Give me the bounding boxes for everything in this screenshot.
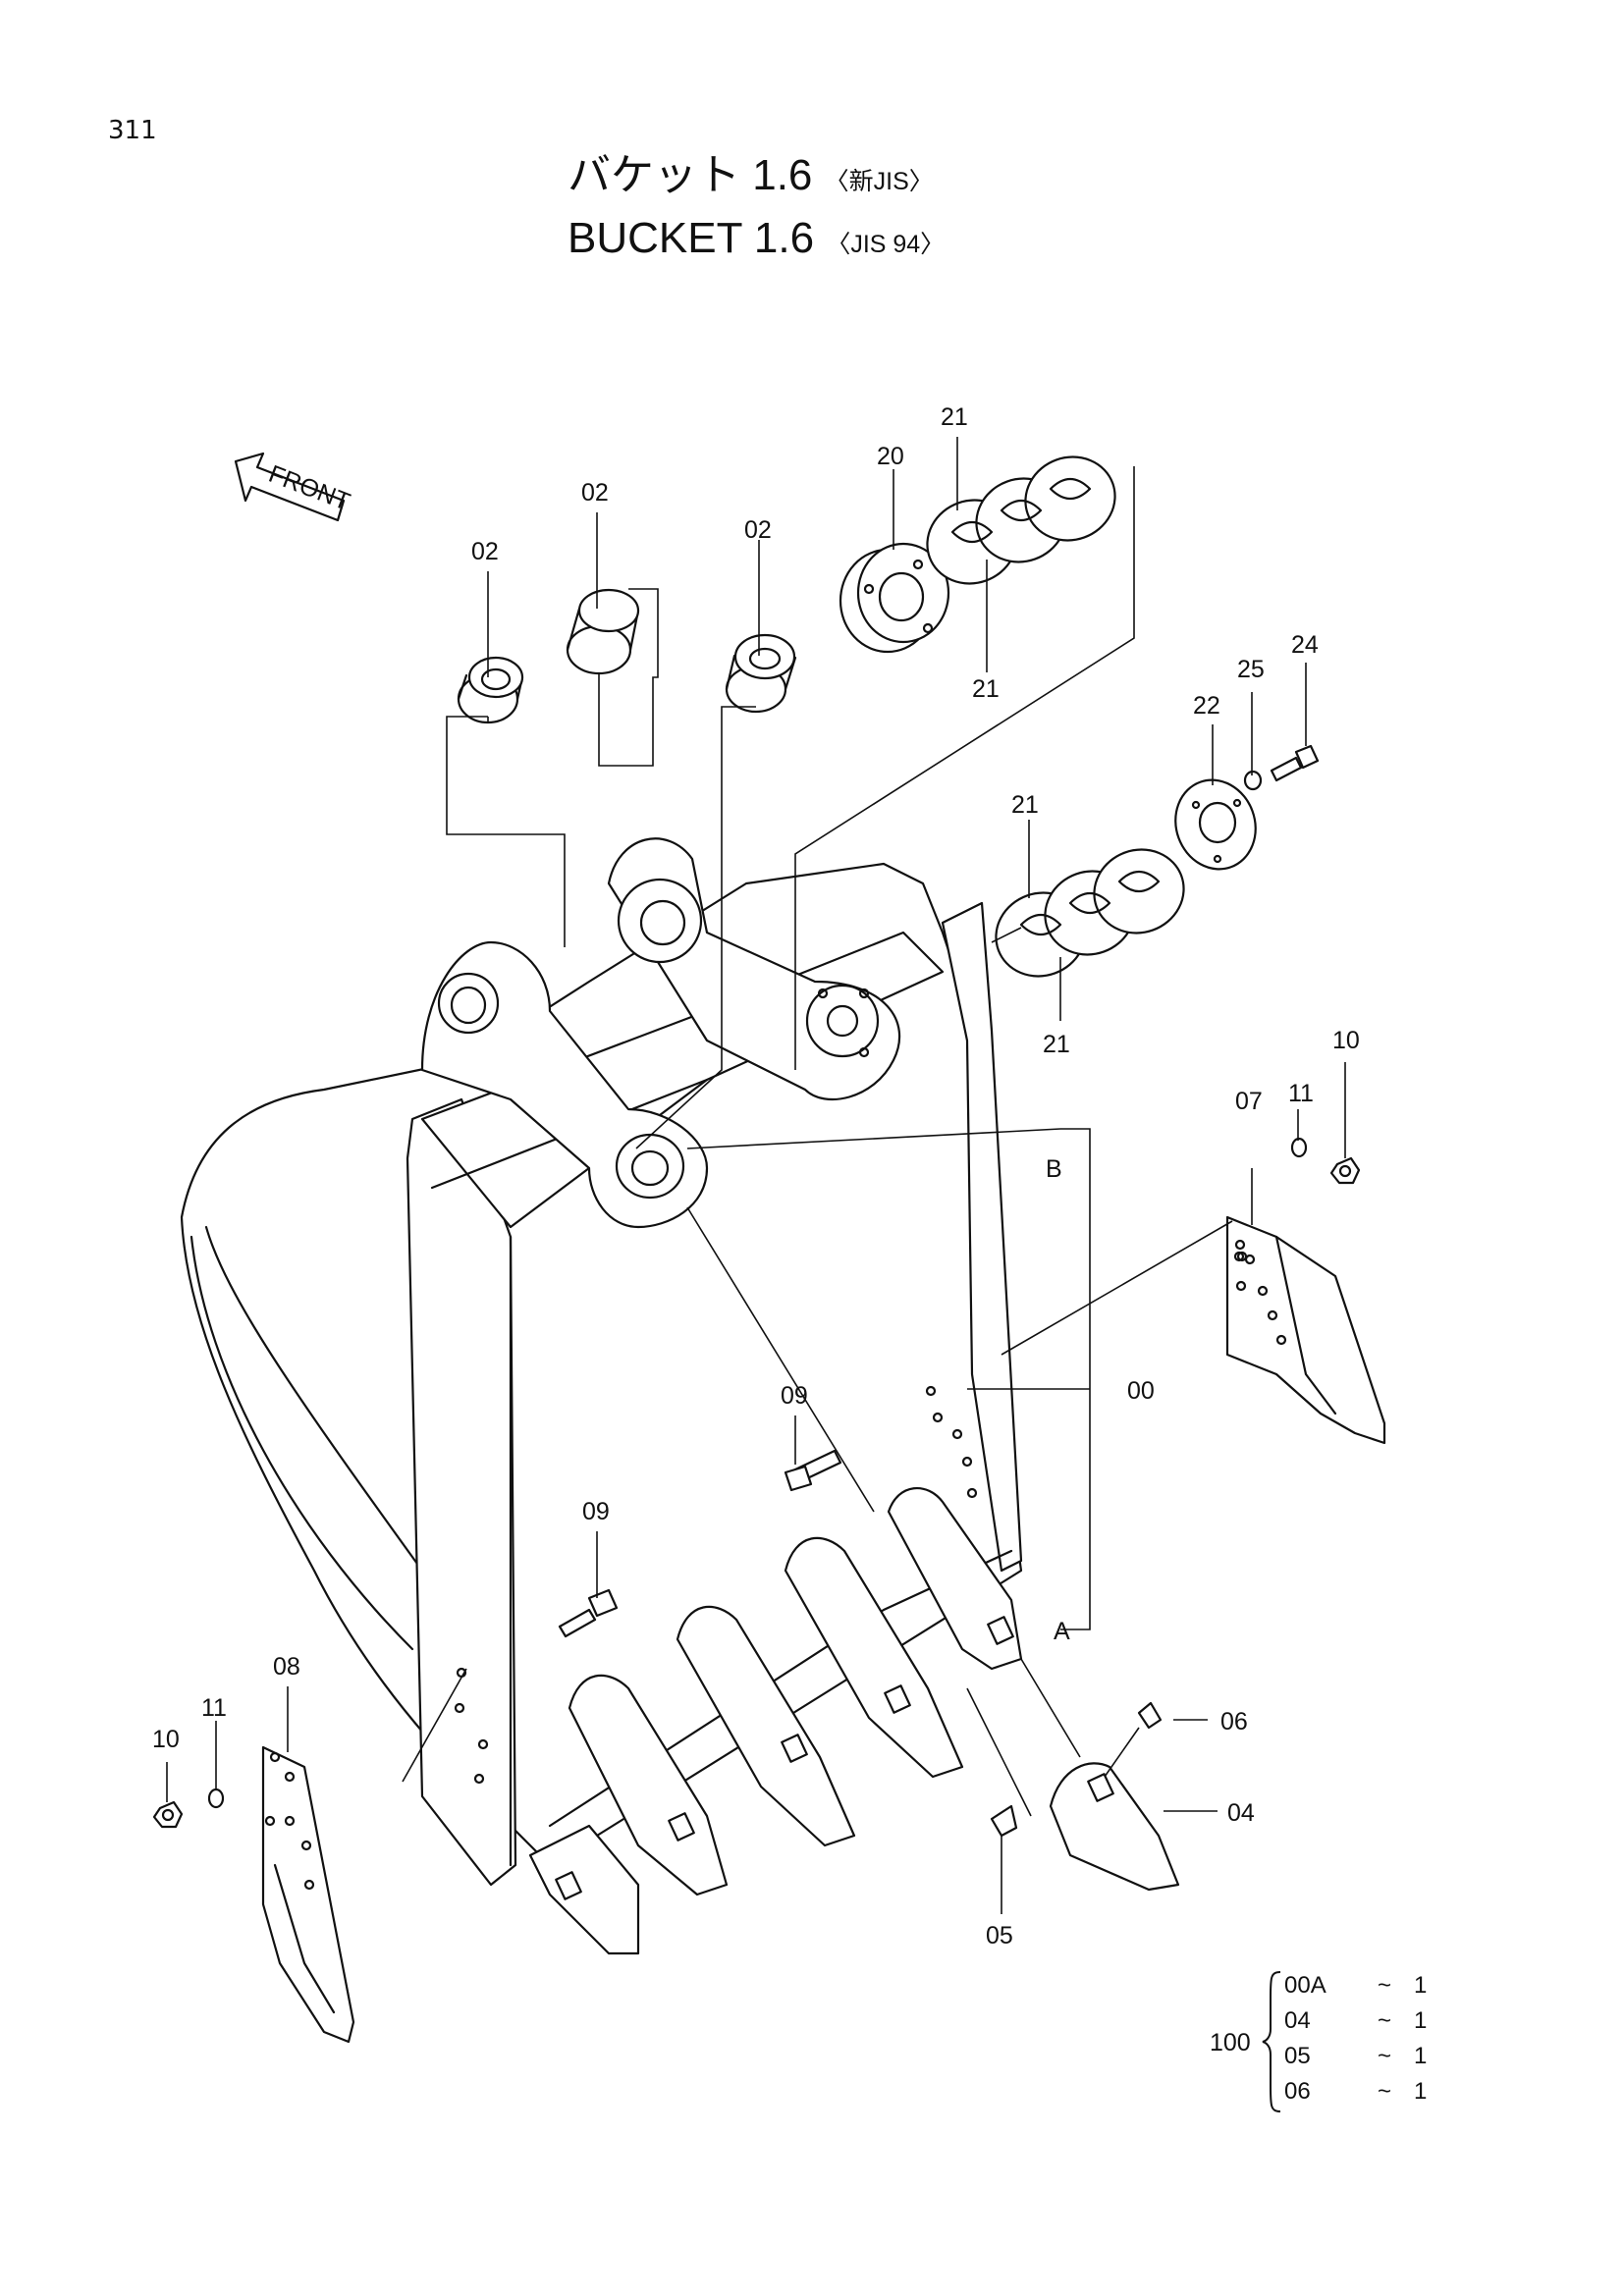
callout-21-lower-bottom: 21 <box>1043 1031 1070 1058</box>
callout-25: 25 <box>1237 656 1265 683</box>
callout-11-left: 11 <box>201 1694 227 1722</box>
kit-row: 00A ~1 <box>1284 1968 1427 2003</box>
title-en-standard: 〈JIS 94〉 <box>826 231 946 258</box>
brace-icon <box>1262 1971 1281 2112</box>
callout-leaders <box>166 437 1346 1914</box>
bucket-body <box>180 837 1023 1887</box>
front-arrow-icon: FRONT <box>234 452 353 522</box>
nut-icon <box>1329 1156 1361 1185</box>
title-en-main: BUCKET 1.6 <box>568 214 815 262</box>
side-cutter-icon <box>261 1745 355 2044</box>
callout-08: 08 <box>273 1653 300 1681</box>
spacer-ring-icon <box>839 542 950 654</box>
callout-20: 20 <box>877 443 904 470</box>
bushing-icon <box>725 633 797 714</box>
assembly-lines <box>402 466 1233 1817</box>
kit-row-sep: ~ <box>1377 2043 1391 2069</box>
callout-A: A <box>1054 1618 1070 1645</box>
kit-row-qty: 1 <box>1414 1972 1428 1999</box>
kit-row-code: 00A <box>1284 1972 1326 1999</box>
callout-04: 04 <box>1227 1799 1255 1827</box>
kit-row-qty: 1 <box>1414 2078 1428 2105</box>
title-japanese: バケット 1.6 〈新JIS〉 <box>568 147 945 210</box>
callout-07: 07 <box>1235 1088 1263 1115</box>
callout-02-center: 02 <box>581 479 609 507</box>
tooth-point-icon <box>1049 1762 1180 1892</box>
callout-02-left: 02 <box>471 538 499 565</box>
lock-icon <box>990 1804 1018 1838</box>
tooth-icon <box>784 1536 964 1779</box>
callout-11-right: 11 <box>1288 1080 1314 1107</box>
bolt-icon <box>558 1588 619 1638</box>
callout-10-left: 10 <box>152 1726 180 1753</box>
callout-21-top: 21 <box>941 403 968 431</box>
shim-icon <box>926 455 1116 585</box>
callout-24: 24 <box>1291 631 1319 659</box>
kit-row-code: 05 <box>1284 2043 1311 2069</box>
tooth-icon <box>676 1605 856 1847</box>
kit-row-code: 06 <box>1284 2078 1311 2105</box>
kit-row: 04 ~1 <box>1284 2003 1427 2039</box>
kit-row: 05 ~1 <box>1284 2039 1427 2074</box>
callout-B: B <box>1046 1155 1062 1183</box>
diagram-title: バケット 1.6 〈新JIS〉 BUCKET 1.6 〈JIS 94〉 <box>568 147 945 273</box>
tooth-icon <box>528 1824 640 1955</box>
kit-number: 100 <box>1210 2029 1251 2056</box>
callout-06: 06 <box>1220 1708 1248 1735</box>
kit-rows: 00A ~1 04 ~1 05 ~1 06 ~1 <box>1284 1968 1427 2109</box>
washer-icon <box>207 1788 225 1809</box>
nut-icon <box>152 1800 184 1829</box>
tooth-icon <box>887 1487 1023 1671</box>
callout-09-upper: 09 <box>781 1382 808 1410</box>
bushing-icon <box>457 656 524 724</box>
title-jp-standard: 〈新JIS〉 <box>824 168 934 195</box>
bushing-icon <box>566 588 640 675</box>
title-jp-main: バケット 1.6 <box>568 151 813 199</box>
callout-05: 05 <box>986 1922 1013 1949</box>
bolt-icon <box>784 1449 842 1492</box>
tooth-icon <box>568 1674 729 1896</box>
kit-row: 06 ~1 <box>1284 2074 1427 2109</box>
kit-row-sep: ~ <box>1377 2007 1391 2034</box>
kit-row-code: 04 <box>1284 2007 1311 2034</box>
kit-row-qty: 1 <box>1414 2043 1428 2069</box>
kit-row-sep: ~ <box>1377 1972 1391 1999</box>
bolt-icon <box>1270 744 1320 782</box>
callout-09-lower: 09 <box>582 1498 610 1525</box>
callout-21-lower-top: 21 <box>1011 791 1039 819</box>
callout-00: 00 <box>1127 1377 1155 1405</box>
callout-21-upper-bottom: 21 <box>972 675 1000 703</box>
callout-02-right: 02 <box>744 516 772 544</box>
washer-icon <box>1290 1137 1308 1158</box>
retaining-plate-icon <box>1174 778 1257 871</box>
kit-row-qty: 1 <box>1414 2007 1428 2034</box>
pin-icon <box>1137 1701 1163 1730</box>
shim-icon <box>995 848 1185 978</box>
title-english: BUCKET 1.6 〈JIS 94〉 <box>568 210 945 273</box>
kit-row-sep: ~ <box>1377 2078 1391 2105</box>
side-cutter-icon <box>1225 1215 1386 1445</box>
page-number: 311 <box>108 116 157 145</box>
washer-icon <box>1243 770 1263 791</box>
callout-10-right: 10 <box>1332 1027 1360 1054</box>
callout-22: 22 <box>1193 692 1220 720</box>
